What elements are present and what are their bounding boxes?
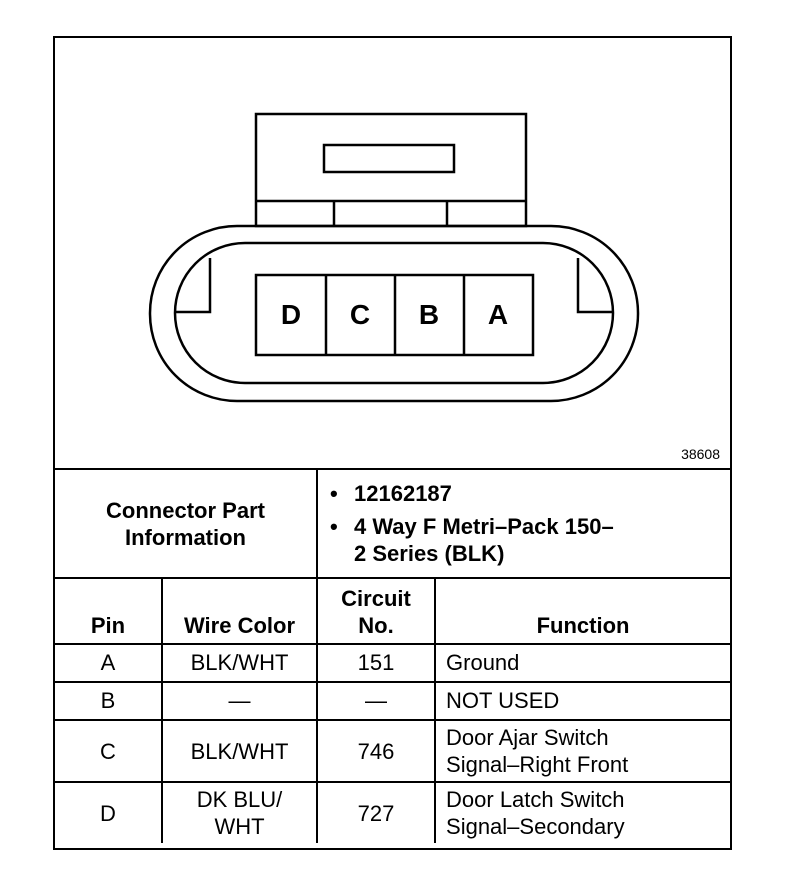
cell-function: NOT USED	[434, 681, 731, 721]
connector-info-values: • 12162187 • 4 Way F Metri–Pack 150– 2 S…	[316, 470, 731, 579]
header-wire-color: Wire Color	[160, 577, 319, 645]
cell-circuit: 727	[316, 781, 437, 843]
table-row: B — — NOT USED	[55, 681, 731, 721]
cell-wire-color: BLK/WHT	[160, 719, 319, 783]
cell-wire-color: —	[160, 681, 319, 721]
connector-info-row: Connector Part Information • 12162187 • …	[55, 470, 731, 579]
connector-info-label: Connector Part Information	[55, 470, 319, 579]
table-row: D DK BLU/ WHT 727 Door Latch Switch Sign…	[55, 781, 731, 843]
cell-pin: C	[55, 719, 163, 783]
cell-function: Door Ajar Switch Signal–Right Front	[434, 719, 731, 783]
pin-label-c: C	[349, 299, 371, 330]
pinout-table: Connector Part Information • 12162187 • …	[55, 470, 731, 843]
cell-wire-color: DK BLU/ WHT	[160, 781, 319, 843]
connector-drawing	[148, 112, 640, 403]
right-tab	[576, 258, 613, 314]
latch-housing	[254, 112, 528, 228]
pin-label-d: D	[280, 299, 302, 330]
pin-label-b: B	[418, 299, 440, 330]
info-bullet-description: • 4 Way F Metri–Pack 150– 2 Series (BLK)	[330, 514, 614, 566]
table-header-row: Pin Wire Color Circuit No. Function	[55, 577, 731, 645]
figure-id: 38608	[681, 446, 720, 462]
cell-pin: B	[55, 681, 163, 721]
table-row: A BLK/WHT 151 Ground	[55, 643, 731, 683]
cell-function: Door Latch Switch Signal–Secondary	[434, 781, 731, 843]
latch-slot	[322, 143, 456, 174]
cell-pin: A	[55, 643, 163, 683]
cell-circuit: 151	[316, 643, 437, 683]
info-bullet-part-number: • 12162187	[330, 481, 452, 506]
header-pin: Pin	[55, 577, 163, 645]
header-function: Function	[434, 577, 731, 645]
cell-function: Ground	[434, 643, 731, 683]
cell-pin: D	[55, 781, 163, 843]
left-tab	[175, 258, 212, 314]
table-row: C BLK/WHT 746 Door Ajar Switch Signal–Ri…	[55, 719, 731, 783]
connector-info-sheet: D C B A 38608 Connector Part Information…	[53, 36, 732, 850]
cell-wire-color: BLK/WHT	[160, 643, 319, 683]
pin-label-a: A	[487, 299, 509, 330]
connector-outer-shell	[148, 224, 640, 403]
connector-diagram: D C B A 38608	[55, 38, 730, 470]
header-circuit-no: Circuit No.	[316, 577, 437, 645]
cell-circuit: —	[316, 681, 437, 721]
cell-circuit: 746	[316, 719, 437, 783]
